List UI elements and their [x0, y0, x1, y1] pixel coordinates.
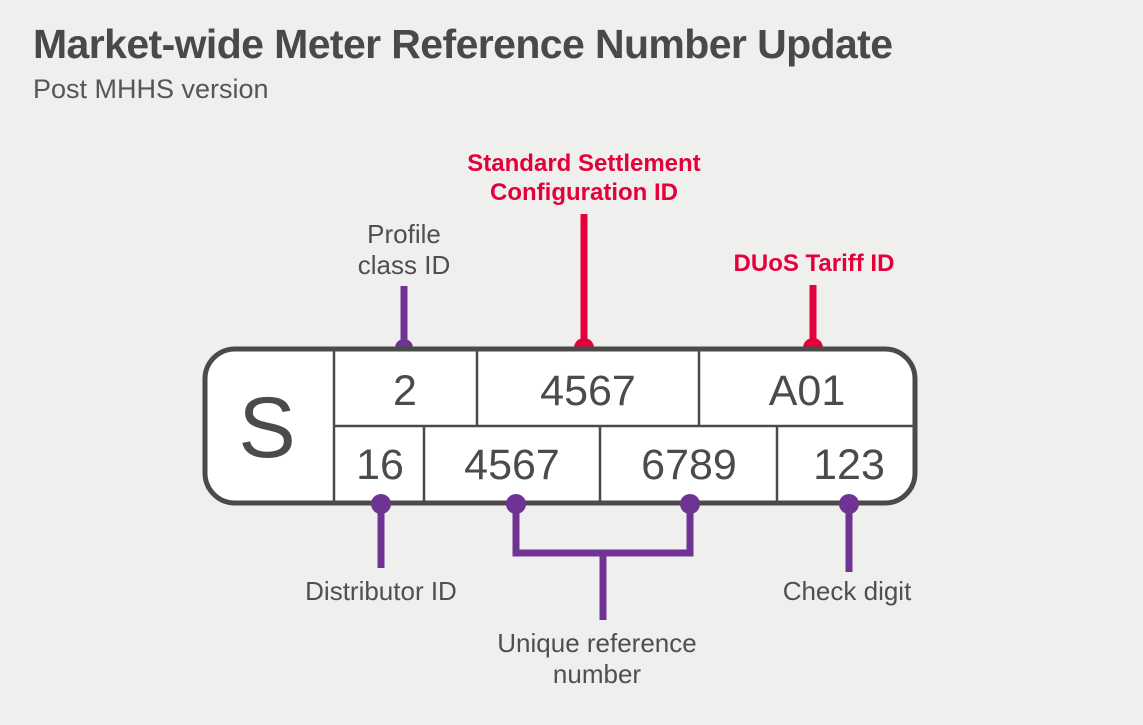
mpan-cell-check-digit: 123	[813, 441, 885, 489]
unique-reference-label-line1: Unique reference	[497, 628, 696, 658]
page-header: Market-wide Meter Reference Number Updat…	[33, 22, 1113, 105]
mpan-cell-profile-class-id: 2	[393, 367, 417, 415]
connector-check-digit	[839, 494, 859, 572]
page-title: Market-wide Meter Reference Number Updat…	[33, 21, 893, 67]
profile-class-id-label-line1: Profile	[367, 219, 441, 249]
connector-distributor-id	[371, 494, 391, 568]
label-check-digit: Check digit	[783, 576, 912, 606]
profile-class-id-label-line2: class ID	[358, 250, 450, 280]
mpan-cell-unique-reference-part1: 4567	[464, 441, 560, 489]
unique-reference-label-line2: number	[553, 659, 641, 689]
mpan-box: S 2 4567 A01 16 4567 6789 123	[202, 346, 918, 506]
mpan-cell-distributor-id: 16	[356, 441, 404, 489]
page-subtitle: Post MHHS version	[33, 74, 269, 105]
mpan-cell-standard-settlement-configuration-id: 4567	[540, 367, 636, 415]
label-duos-tariff-id: DUoS Tariff ID	[734, 250, 895, 277]
unique-reference-connector-bracket	[512, 504, 694, 557]
connector-unique-reference-number	[506, 494, 700, 620]
label-profile-class-id: Profile class ID	[358, 219, 450, 280]
mpan-cell-duos-tariff-id: A01	[769, 367, 846, 415]
distributor-id-label: Distributor ID	[305, 576, 457, 606]
label-standard-settlement-configuration-id: Standard Settlement Configuration ID	[467, 150, 700, 206]
mpan-cell-unique-reference-part2: 6789	[641, 441, 737, 489]
mpan-prefix-value: S	[238, 380, 295, 476]
check-digit-label: Check digit	[783, 576, 912, 606]
label-unique-reference-number: Unique reference number	[497, 628, 696, 689]
ssc-label-line2: Configuration ID	[490, 179, 678, 206]
ssc-label-line1: Standard Settlement	[467, 150, 700, 177]
connector-profile-class-id	[395, 286, 413, 357]
label-distributor-id: Distributor ID	[305, 576, 457, 606]
connector-ssc	[574, 214, 594, 358]
duos-tariff-id-label: DUoS Tariff ID	[734, 250, 895, 277]
